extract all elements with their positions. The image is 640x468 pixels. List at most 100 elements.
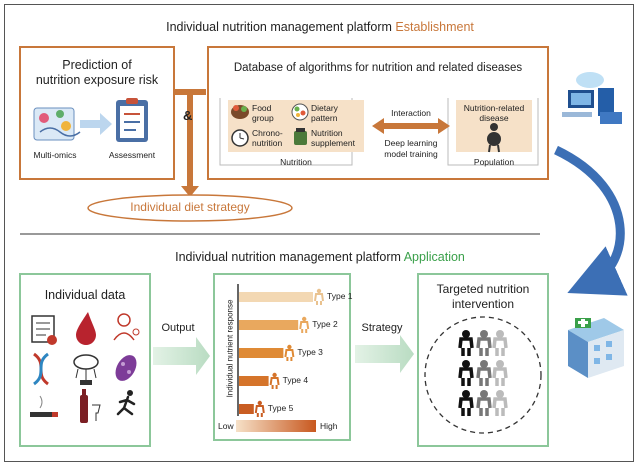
- chart-bar-3: [239, 348, 284, 358]
- person-body-1: [458, 337, 474, 356]
- person-head-9: [496, 390, 504, 398]
- chart-bar-label-5: Type 5: [267, 403, 294, 413]
- chart-person-body-1: [314, 293, 324, 305]
- deep-learning-line1: Deep learning: [384, 138, 438, 148]
- disease-label-line1: Nutrition-related: [463, 103, 525, 113]
- output-arrow: [153, 337, 210, 375]
- chart-person-body-2: [299, 321, 310, 333]
- computer-server-icon: [562, 72, 622, 124]
- chart-bar-2: [239, 320, 299, 330]
- chart-person-body-3: [284, 349, 295, 361]
- ampersand: &: [183, 108, 193, 123]
- person-body-8: [476, 397, 492, 416]
- dna-icon: [33, 352, 49, 386]
- person-head-4: [462, 360, 470, 368]
- chart-bar-4: [239, 376, 269, 386]
- chrono-nutrition-icon: [231, 129, 249, 147]
- prediction-inner-arrow: [80, 113, 112, 135]
- application-title-highlight: Application: [403, 250, 465, 264]
- intervention-box: [417, 273, 549, 447]
- multi-omics-icon: [33, 107, 81, 141]
- dietary-pattern-label: Dietary pattern: [311, 103, 338, 123]
- deep-learning-line2: model training: [384, 149, 438, 159]
- intervention-title-line2: intervention: [451, 297, 515, 311]
- diet-strategy-ellipse: [87, 194, 293, 222]
- strategy-label: Strategy: [361, 322, 403, 334]
- chart-bar-label-1: Type 1: [327, 291, 353, 301]
- person-head-7: [462, 390, 470, 398]
- chart-bar-label-4: Type 4: [282, 375, 309, 385]
- person-head-5: [480, 360, 488, 368]
- person-body-2: [476, 337, 492, 356]
- chrono-nutrition-label: Chrono-nutrition: [252, 128, 283, 148]
- doctor-stethoscope-icon: [113, 313, 140, 341]
- assessment-label: Assessment: [108, 150, 156, 160]
- down-arrow-head: [181, 186, 199, 197]
- chart-y-axis-label: Individual nutrient response: [225, 299, 235, 398]
- intervention-dashed-circle: [424, 316, 542, 434]
- chart-person-head-2: [302, 316, 307, 322]
- population-person-icon: [487, 123, 501, 153]
- dietary-pattern-icon: [291, 103, 309, 121]
- wine-bottle-icon: [80, 389, 101, 423]
- diet-strategy-label: Individual diet strategy: [130, 200, 250, 214]
- person-head-8: [480, 390, 488, 398]
- chart-scale-low-label: Low: [218, 421, 234, 431]
- person-head-6: [496, 360, 504, 368]
- person-body-4: [458, 367, 474, 386]
- interaction-label: Interaction: [391, 108, 431, 118]
- chart-person-body-5: [254, 405, 265, 417]
- nutrition-label: Nutrition: [280, 157, 312, 167]
- runner-icon: [116, 390, 136, 416]
- person-body-7: [458, 397, 474, 416]
- person-body-3: [492, 337, 508, 356]
- nutrition-supplement-label: Nutrition supplement: [311, 128, 355, 148]
- person-body-9: [492, 397, 508, 416]
- chart-scale-bar: [236, 420, 316, 432]
- microbe-icon: [115, 355, 137, 381]
- prediction-title-line1: Prediction of: [62, 58, 132, 72]
- establishment-title-prefix: Individual nutrition management platform: [166, 20, 396, 34]
- chart-person-head-1: [316, 288, 322, 294]
- chart-bar-1: [239, 292, 313, 302]
- intervention-title-line1: Targeted nutrition: [436, 282, 530, 296]
- database-title: Database of algorithms for nutrition and…: [233, 62, 523, 74]
- establishment-title-highlight: Establishment: [395, 20, 474, 34]
- interaction-double-arrow: [372, 118, 450, 134]
- person-head-1: [462, 330, 470, 338]
- questionnaire-icon: [31, 315, 57, 345]
- food-group-label: Food group: [252, 103, 274, 123]
- population-label: Population: [473, 157, 515, 167]
- chart-person-head-5: [257, 400, 262, 406]
- strategy-arrow: [355, 335, 414, 373]
- blood-drop-icon: [76, 312, 96, 345]
- chart-person-head-3: [287, 344, 292, 350]
- prediction-title-line2: nutrition exposure risk: [35, 73, 159, 87]
- nutrition-supplement-icon: [294, 128, 307, 145]
- people-group: [458, 330, 508, 416]
- chart-person-head-4: [272, 372, 277, 378]
- application-title-prefix: Individual nutrition management platform: [175, 250, 404, 264]
- person-head-3: [496, 330, 504, 338]
- population-bracket: [447, 98, 539, 166]
- cigarette-icon: [30, 395, 58, 417]
- establishment-title: Individual nutrition management platform…: [0, 20, 640, 34]
- application-title: Individual nutrition management platform…: [0, 250, 640, 264]
- outer-frame: [4, 4, 634, 462]
- multi-omics-label: Multi-omics: [33, 150, 77, 160]
- person-body-6: [492, 367, 508, 386]
- disease-label-line2: disease: [479, 113, 509, 123]
- chart-bar-label-3: Type 3: [297, 347, 323, 357]
- hospital-icon: [568, 318, 624, 378]
- person-body-5: [476, 367, 492, 386]
- individual-data-title: Individual data: [44, 288, 126, 302]
- chart-scale-high-label: High: [320, 421, 338, 431]
- cloud-data-icon: [73, 354, 99, 385]
- clipboard-icon: [116, 98, 148, 142]
- down-connector: [174, 89, 206, 188]
- food-group-icon: [231, 105, 249, 119]
- chart-bars: [239, 288, 324, 417]
- person-head-2: [480, 330, 488, 338]
